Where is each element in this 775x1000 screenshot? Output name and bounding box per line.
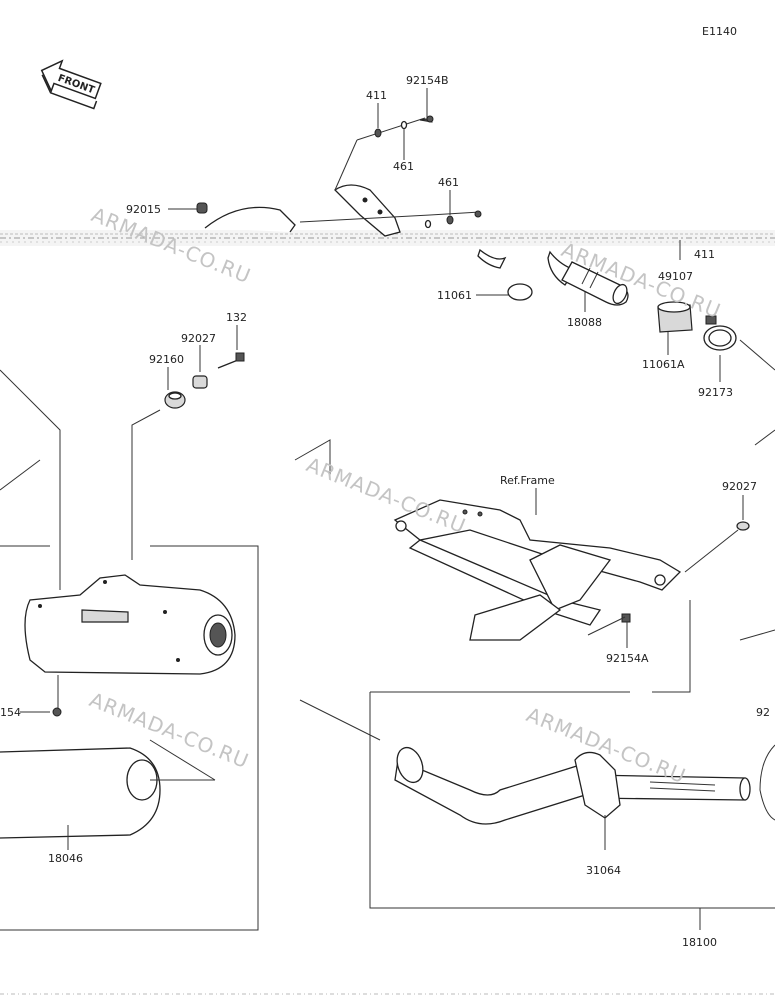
part-label-92173: 92173 <box>698 386 733 399</box>
ref-frame-label: Ref.Frame <box>500 474 555 487</box>
pipe-18088 <box>561 261 629 306</box>
part-label-92027: 92027 <box>722 480 757 493</box>
fasteners-center <box>587 429 775 648</box>
diagram-code: E1140 <box>702 25 737 38</box>
part-label-18046: 18046 <box>48 852 83 865</box>
part-label-49107: 49107 <box>658 270 693 283</box>
gasket-11061a <box>657 301 693 333</box>
part-label-92154a: 92154A <box>606 652 649 665</box>
part-label-92027: 92027 <box>181 332 216 345</box>
part-label-461: 461 <box>438 176 459 189</box>
part-label-11061a: 11061A <box>642 358 685 371</box>
leader-lines-top <box>168 88 775 382</box>
part-label-92154b: 92154B <box>406 74 449 87</box>
part-label-92015: 92015 <box>126 203 161 216</box>
silencer-assembly <box>20 574 236 717</box>
part-label-18088: 18088 <box>567 316 602 329</box>
part-labels: 411 92154B 461 461 92015 411 49107 11061… <box>0 74 770 949</box>
part-label-92160: 92160 <box>149 353 184 366</box>
watermark-3: ARMADA-CO.RU <box>303 452 469 538</box>
front-arrow: FRONT <box>40 59 102 110</box>
clamp-92173 <box>703 315 737 351</box>
exhaust-pipe-18100 <box>394 744 775 850</box>
part-label-411: 411 <box>694 248 715 261</box>
fasteners-top <box>196 115 482 229</box>
muffler-18100-box <box>299 600 775 930</box>
part-label-154: 154 <box>0 706 21 719</box>
part-label-411: 411 <box>366 89 387 102</box>
part-label-461: 461 <box>393 160 414 173</box>
ref-frame <box>294 439 682 641</box>
part-label-11061: 11061 <box>437 289 472 302</box>
part-label-132: 132 <box>226 311 247 324</box>
part-label-92-cut: 92 <box>756 706 770 719</box>
gasket-11061 <box>507 283 533 301</box>
left-bracket-lines <box>0 369 259 931</box>
silencer-cover-18046 <box>0 739 216 850</box>
part-label-31064: 31064 <box>586 864 621 877</box>
heat-guard-assembly <box>204 184 577 286</box>
watermarks: ARMADA-CO.RU ARMADA-CO.RU ARMADA-CO.RU A… <box>86 202 724 788</box>
part-label-18100: 18100 <box>682 936 717 949</box>
fasteners-left <box>131 325 245 560</box>
